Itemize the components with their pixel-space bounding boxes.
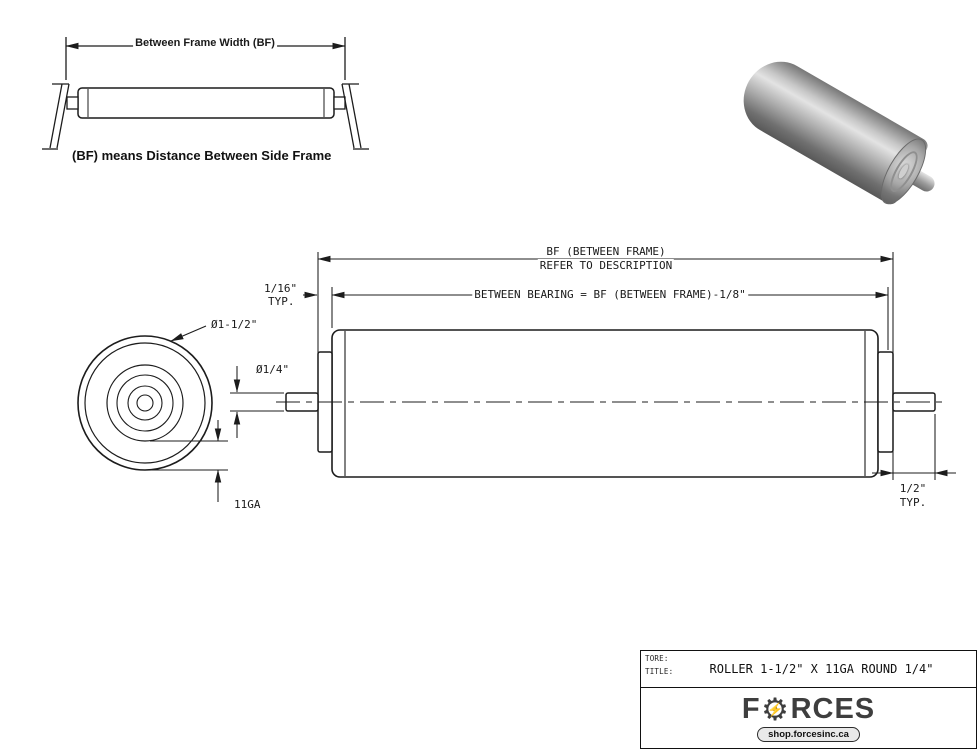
logo-text-rces: RCES <box>790 693 876 725</box>
roller-end-view <box>77 335 213 471</box>
shaft-offset-value: 1/2" <box>897 482 929 495</box>
between-bearing-label: BETWEEN BEARING = BF (BETWEEN FRAME)-1/8… <box>472 288 748 301</box>
forces-logo: F ⚙ ⚡ RCES <box>741 692 876 727</box>
shop-url-text: shop.forcesinc.ca <box>768 728 849 740</box>
bf-dimension-label-line2: REFER TO DESCRIPTION <box>537 259 675 272</box>
gap-dimension-value: 1/16" <box>262 282 300 295</box>
store-label: TORE: <box>645 654 669 663</box>
gap-dimension-typ: TYP. <box>266 295 297 308</box>
gear-glyph: ⚙ <box>761 692 790 727</box>
logo-text-f: F <box>741 693 761 725</box>
inset-frame-diagram <box>42 37 369 150</box>
shaft-diameter-label: Ø1/4" <box>254 363 292 376</box>
wall-gauge-label: 11GA <box>232 498 263 511</box>
title-block-header: TORE: TITLE: ROLLER 1-1/2" X 11GA ROUND … <box>641 651 976 688</box>
roller-diameter-label: Ø1-1/2" <box>209 318 260 331</box>
bf-dimension-label-line1: BF (BETWEEN FRAME) <box>544 245 668 258</box>
roller-3d-hub <box>896 162 911 180</box>
title-block: TORE: TITLE: ROLLER 1-1/2" X 11GA ROUND … <box>640 650 977 749</box>
inset-caption: (BF) means Distance Between Side Frame <box>72 148 332 163</box>
roller-3d-cylinder <box>730 48 938 211</box>
inset-dim-label: Between Frame Width (BF) <box>133 37 277 50</box>
lightning-bolt-icon: ⚡ <box>766 701 785 717</box>
drawing-title: ROLLER 1-1/2" X 11GA ROUND 1/4" <box>709 662 934 676</box>
roller-side-view <box>276 329 945 478</box>
title-label: TITLE: <box>645 667 674 676</box>
gear-icon: ⚙ ⚡ <box>761 692 791 727</box>
shop-url-badge: shop.forcesinc.ca <box>757 726 860 742</box>
title-block-logo-area: F ⚙ ⚡ RCES shop.forcesinc.ca <box>641 688 976 748</box>
shaft-offset-typ: TYP. <box>897 496 929 509</box>
roller-photo <box>730 18 970 211</box>
